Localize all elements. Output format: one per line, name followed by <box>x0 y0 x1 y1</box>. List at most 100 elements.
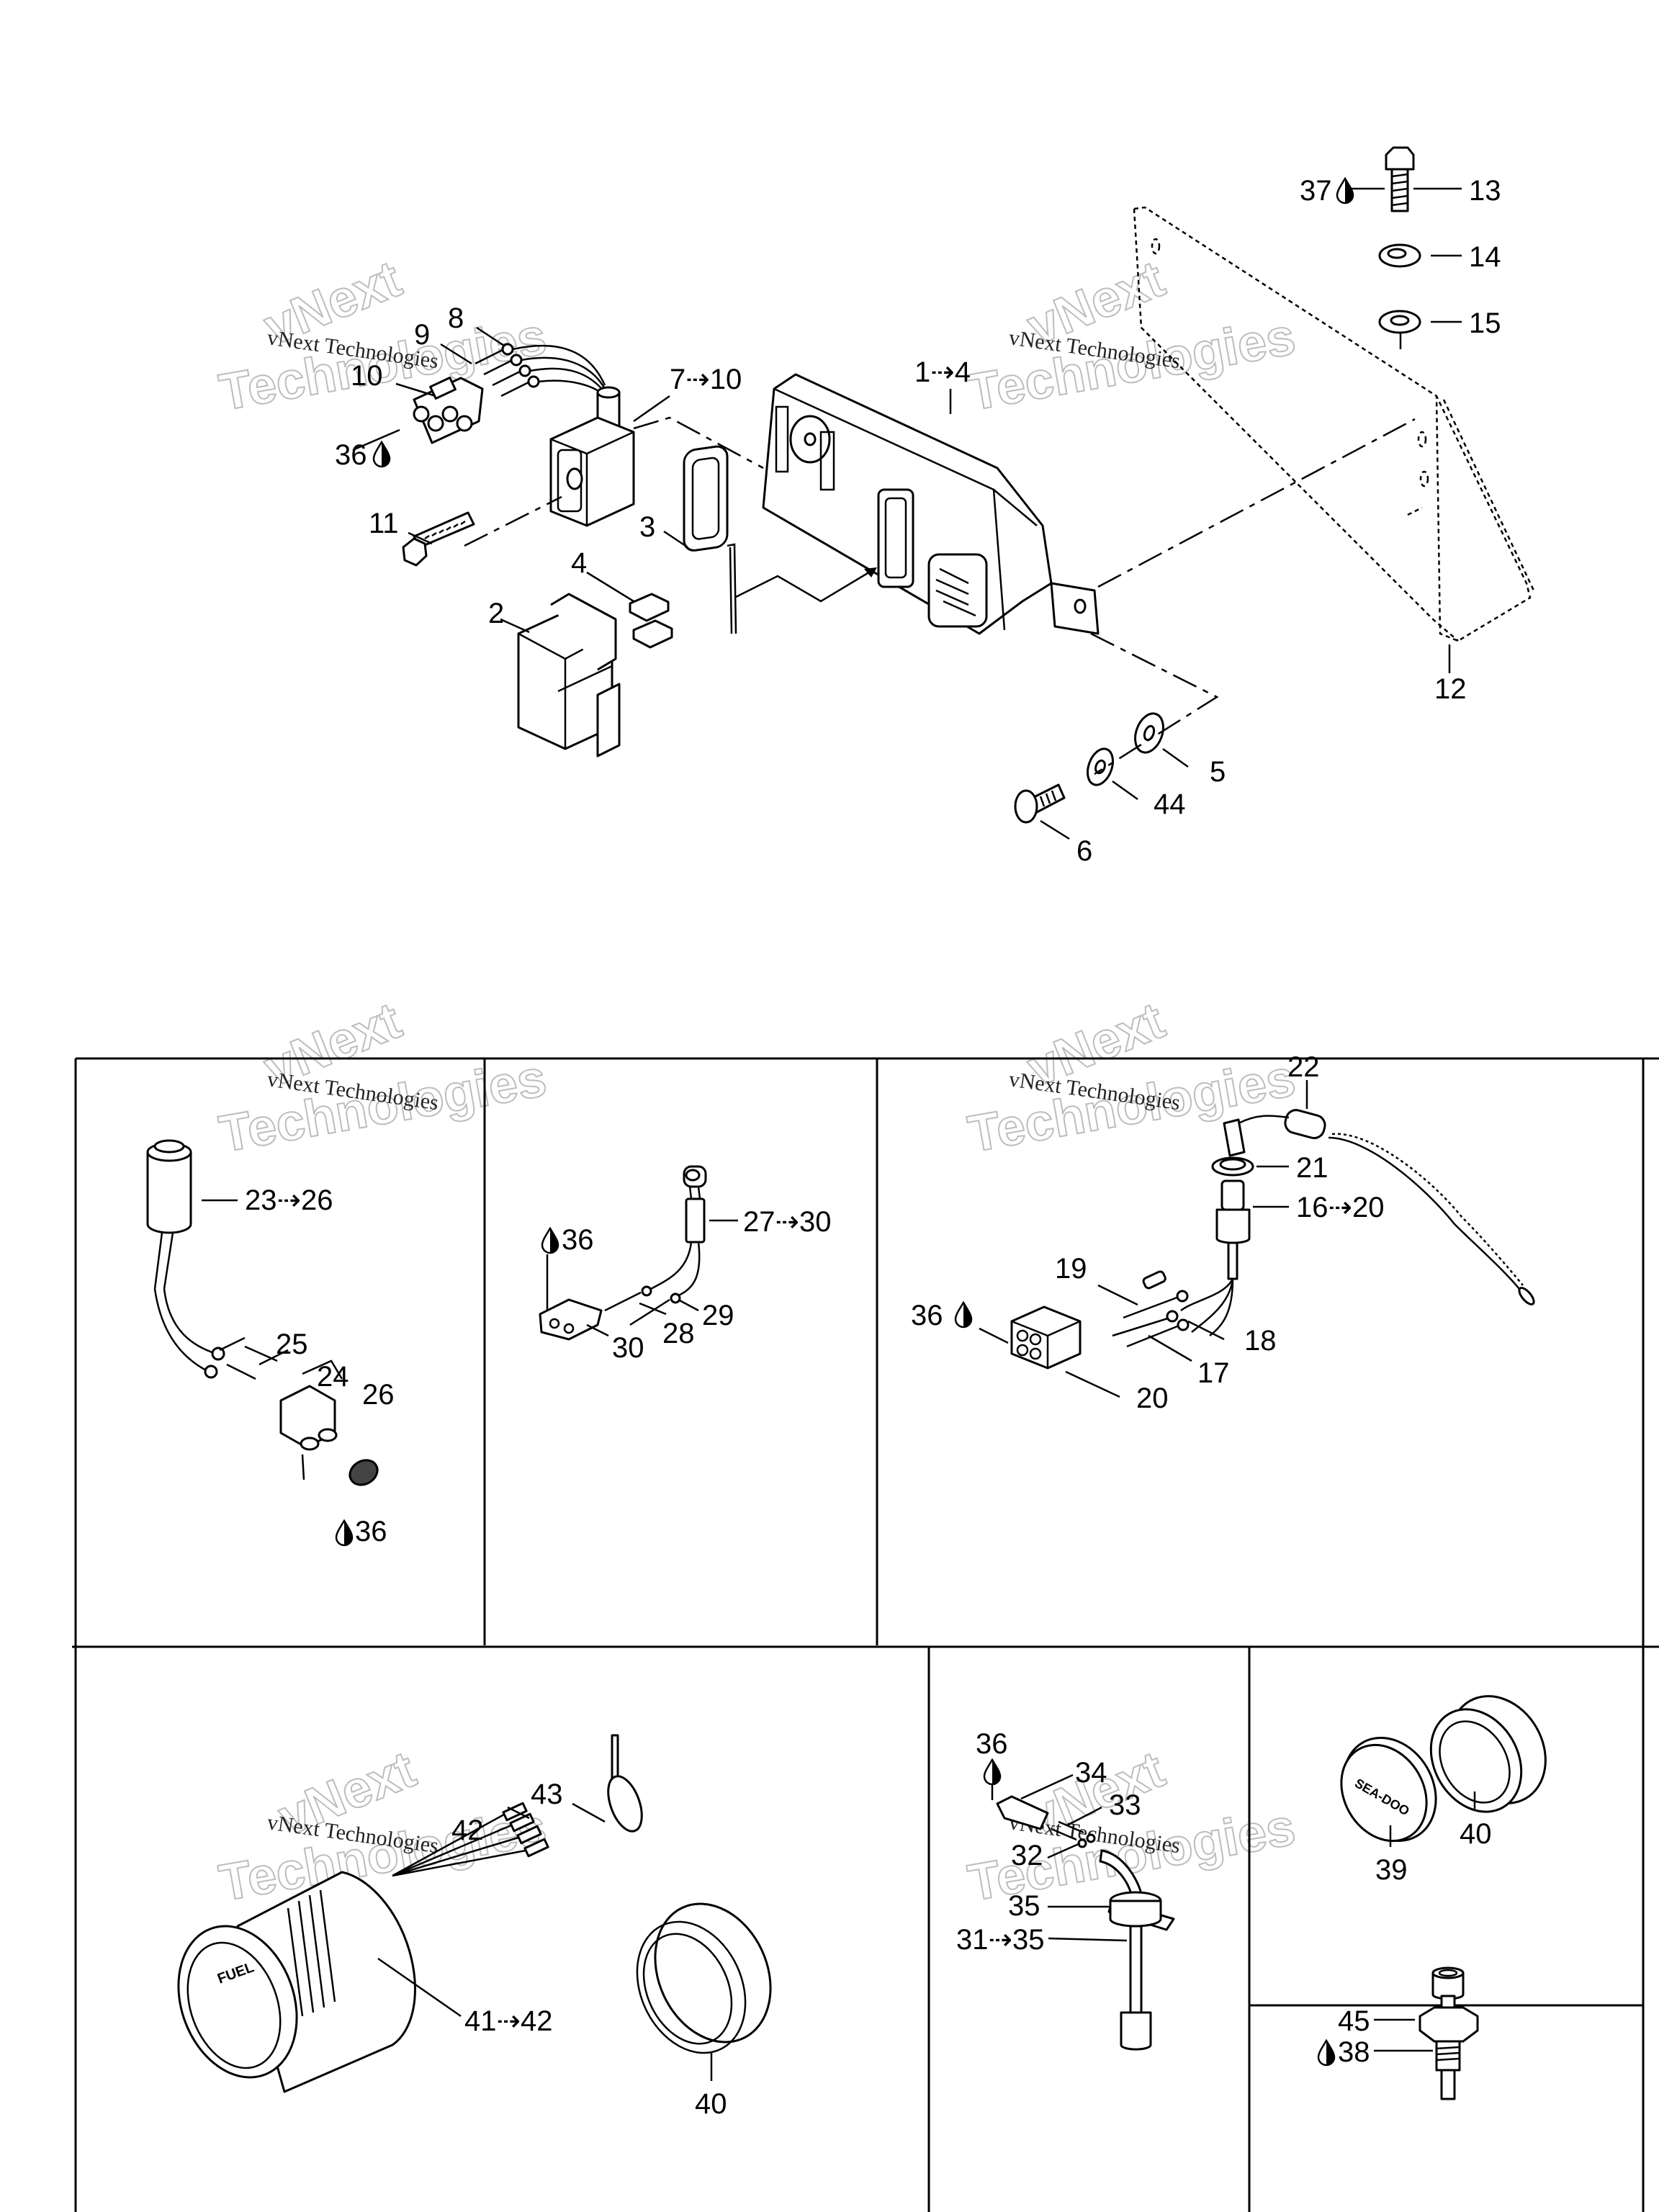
callout-2: 2 <box>488 598 504 629</box>
callout-33: 33 <box>1109 1789 1141 1821</box>
callout-1-4: 1⇢4 <box>914 356 971 388</box>
callout-44: 44 <box>1154 788 1186 820</box>
callout-36: 36 <box>976 1728 1008 1760</box>
cap-part-39[interactable]: SEA-DOO <box>1324 1721 1454 1858</box>
callout-32: 32 <box>1011 1840 1043 1871</box>
panel-fuel-sender-31-36: 36 34 33 32 35 31⇢35 <box>956 1728 1175 2051</box>
panel-sensor-38-45: 45 38 <box>1317 1966 1479 2100</box>
connector-part-34[interactable] <box>996 1795 1049 1830</box>
watermark-panel-1: vNext Technologies vNext Technologies <box>215 991 552 1164</box>
lanyard-part-22[interactable] <box>1223 1108 1537 1307</box>
connector-part-10[interactable] <box>413 377 484 444</box>
seal-part-25[interactable] <box>204 1346 225 1379</box>
bezel-ring-part-40[interactable] <box>616 1885 792 2071</box>
gauge-part-41-42[interactable]: FUEL <box>158 1813 526 2094</box>
callout-27-30: 27⇢30 <box>743 1206 832 1238</box>
callout-42: 42 <box>451 1815 484 1846</box>
lubricant-drop-icon <box>372 441 391 468</box>
plug-part-19[interactable] <box>1142 1270 1166 1290</box>
callout-7-10: 7⇢10 <box>670 364 742 395</box>
panel-grid <box>72 1057 1659 2212</box>
watermark-panel-4: vNext Technologies vNext Technologies <box>215 1740 552 1913</box>
watermark-top-left: vNext Technologies vNext Technologies <box>215 249 552 423</box>
terminal-part-17-18[interactable] <box>1112 1290 1190 1348</box>
terminal-part-24[interactable] <box>226 1345 278 1380</box>
lubricant-drop-icon <box>1336 177 1354 204</box>
control-module-part-1-4[interactable] <box>762 373 1100 635</box>
switch-part-27-30[interactable] <box>644 1165 707 1298</box>
fuel-sender-part-31-35[interactable] <box>1099 1849 1175 2051</box>
callout-23-26: 23⇢26 <box>245 1184 333 1216</box>
callout-40: 40 <box>1460 1818 1492 1850</box>
callout-14: 14 <box>1469 241 1501 273</box>
flat-washer-part-15[interactable] <box>1378 310 1421 334</box>
relay-part-2[interactable] <box>517 593 621 757</box>
callout-13: 13 <box>1469 175 1501 207</box>
callout-24: 24 <box>317 1361 349 1393</box>
bolt-part-13[interactable] <box>1385 146 1415 212</box>
switch-part-16-20[interactable] <box>1180 1179 1251 1336</box>
sensor-part-45[interactable] <box>1419 1966 1479 2100</box>
callout-29: 29 <box>702 1300 734 1331</box>
callout-39: 39 <box>1375 1854 1408 1886</box>
connector-part-26[interactable] <box>279 1385 382 1490</box>
callout-31-35: 31⇢35 <box>956 1924 1045 1956</box>
callout-6: 6 <box>1076 835 1092 867</box>
callout-3: 3 <box>639 511 655 543</box>
callouts-top: 8 9 10 36 7⇢10 11 3 4 2 1⇢4 37 13 14 15 … <box>335 175 1501 867</box>
panel-sensor-23-26: 23⇢26 25 24 26 36 <box>146 1139 395 1547</box>
callout-36: 36 <box>562 1224 594 1256</box>
callout-11: 11 <box>369 508 399 539</box>
terminal-part-32-33[interactable] <box>1051 1820 1096 1848</box>
callout-8: 8 <box>448 302 464 334</box>
terminal-part-28-29[interactable] <box>604 1285 681 1326</box>
cable-tie-part-43[interactable] <box>602 1734 649 1835</box>
panel-lanyard-16-22: 22 21 16⇢20 19 36 18 17 20 <box>911 1051 1537 1414</box>
watermark-panel-3: vNext Technologies vNext Technologies <box>963 991 1300 1164</box>
gasket-part-3[interactable] <box>683 445 737 634</box>
callout-16-20: 16⇢20 <box>1296 1192 1385 1223</box>
callout-36: 36 <box>911 1300 943 1331</box>
leader-lines-top <box>352 187 1462 840</box>
terminals-part-8-9[interactable] <box>475 343 606 397</box>
callout-45: 45 <box>1338 2005 1370 2037</box>
nut-part-21[interactable] <box>1211 1156 1254 1177</box>
lubricant-drop-icon <box>983 1758 1002 1786</box>
flat-washer-part-5[interactable] <box>1130 710 1169 757</box>
fuse-part-4[interactable] <box>629 593 673 649</box>
callout-12: 12 <box>1434 673 1467 705</box>
bracket-part-12[interactable] <box>1133 206 1535 642</box>
callout-43: 43 <box>531 1779 563 1810</box>
callout-26: 26 <box>362 1379 395 1411</box>
callout-10: 10 <box>351 360 383 392</box>
lubricant-drop-icon <box>1317 2039 1336 2067</box>
panel-cap-39-40: SEA-DOO 39 40 <box>1324 1678 1564 1886</box>
callout-21: 21 <box>1296 1152 1328 1184</box>
sensor-part-23-26[interactable] <box>146 1139 217 1373</box>
callout-34: 34 <box>1075 1757 1107 1789</box>
connector-part-30[interactable] <box>539 1298 603 1341</box>
callout-30: 30 <box>612 1332 644 1364</box>
callout-20: 20 <box>1136 1382 1169 1414</box>
callout-35: 35 <box>1008 1890 1040 1922</box>
callout-4: 4 <box>571 547 587 579</box>
callout-38: 38 <box>1338 2036 1370 2068</box>
relay-housing-part-7-10[interactable] <box>549 386 635 527</box>
callout-40: 40 <box>695 2088 727 2120</box>
callout-5: 5 <box>1210 756 1226 788</box>
callout-18: 18 <box>1244 1325 1277 1357</box>
bezel-ring-part-40[interactable] <box>1413 1678 1564 1828</box>
bolt-part-11[interactable] <box>402 511 475 567</box>
callout-36: 36 <box>355 1516 387 1547</box>
lock-washer-part-44[interactable] <box>1083 745 1118 788</box>
callout-15: 15 <box>1469 307 1501 339</box>
lubricant-drop-icon <box>954 1301 973 1328</box>
callout-36: 36 <box>335 439 367 471</box>
callout-17: 17 <box>1197 1357 1230 1389</box>
bolt-part-6[interactable] <box>1014 783 1066 824</box>
callout-28: 28 <box>662 1318 695 1349</box>
lock-washer-part-14[interactable] <box>1378 243 1421 268</box>
connector-part-20[interactable] <box>1010 1305 1082 1370</box>
callout-41-42: 41⇢42 <box>464 2005 553 2037</box>
